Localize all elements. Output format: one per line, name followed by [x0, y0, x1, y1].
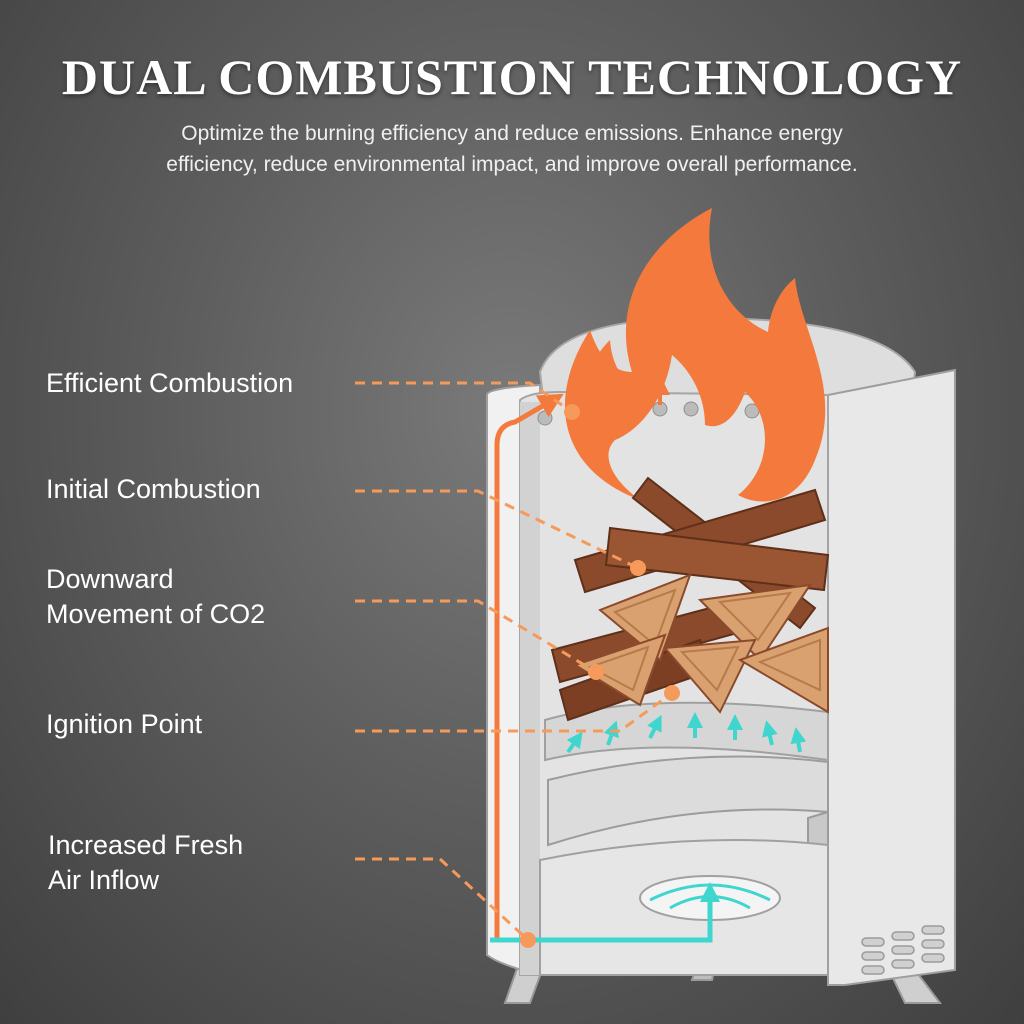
- secondary-air-path: [494, 375, 812, 940]
- fresh-air-path: [490, 712, 807, 943]
- page-title: DUAL COMBUSTION TECHNOLOGY: [61, 49, 963, 105]
- flame-icon: [564, 208, 826, 502]
- callout-fresh-line-1: Increased Fresh: [48, 830, 244, 860]
- leader-downward: [355, 599, 597, 674]
- callout-fresh-air-inflow: Increased Fresh Air Inflow: [48, 828, 243, 898]
- callout-fresh-line-2: Air Inflow: [48, 865, 160, 895]
- callout-initial-combustion: Initial Combustion: [46, 474, 261, 504]
- subtitle-line-1: Optimize the burning efficiency and redu…: [181, 122, 843, 145]
- callout-efficient-combustion: Efficient Combustion: [46, 368, 294, 398]
- callout-downward-line-1: Downward: [46, 564, 174, 594]
- leader-fresh-air: [355, 857, 530, 942]
- subtitle-line-2: efficiency, reduce environmental impact,…: [166, 153, 858, 176]
- wood-logs: [550, 476, 830, 722]
- callout-ignition-point: Ignition Point: [46, 709, 203, 739]
- page-subtitle: Optimize the burning efficiency and redu…: [100, 118, 924, 180]
- callout-downward-line-2: Movement of CO2: [46, 599, 266, 629]
- leader-initial: [355, 489, 639, 570]
- callout-downward-co2: Downward Movement of CO2: [46, 562, 265, 632]
- leader-efficient: [355, 381, 573, 414]
- leader-ignition: [355, 691, 673, 733]
- leader-endpoints: [520, 404, 680, 948]
- leader-lines: [355, 381, 673, 942]
